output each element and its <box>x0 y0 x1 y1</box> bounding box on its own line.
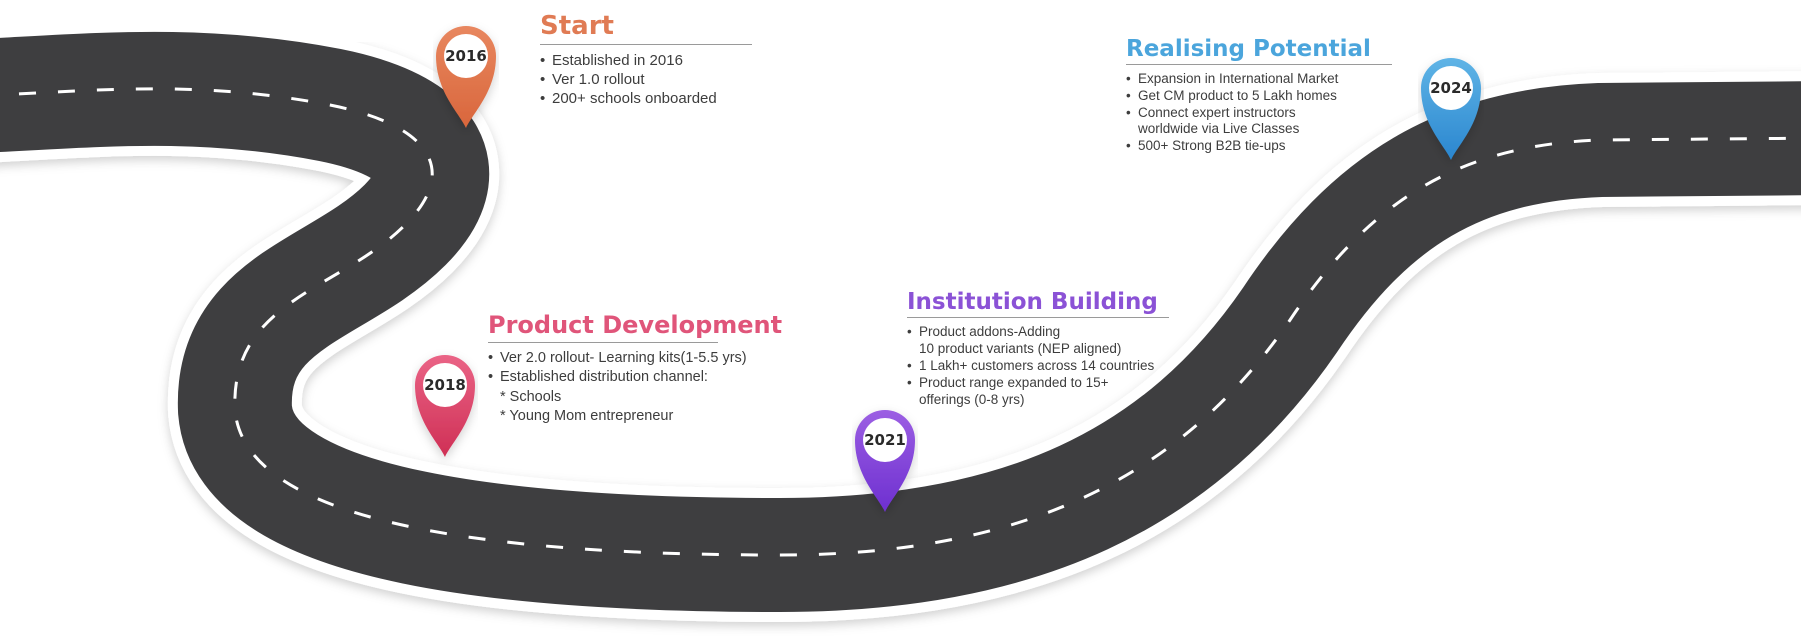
milestone-item-line: Connect expert instructors <box>1138 104 1296 120</box>
milestone-item-line: 500+ Strong B2B tie-ups <box>1138 137 1286 153</box>
milestone-item-line: 10 product variants (NEP aligned) <box>919 341 1122 357</box>
milestone-product-development: Product Development Ver 2.0 rollout- Lea… <box>488 311 782 427</box>
milestone-item-line: Product range expanded to 15+ <box>919 374 1109 390</box>
milestone-item: Connect expert instructors worldwide via… <box>1126 104 1392 138</box>
milestone-item-line: Product addons-Adding <box>919 324 1061 340</box>
milestone-list: Ver 2.0 rollout- Learning kits(1-5.5 yrs… <box>488 349 747 427</box>
milestone-item: Established distribution channel: <box>488 368 718 388</box>
milestone-item: Expansion in International Market <box>1126 71 1392 88</box>
milestone-item-line: Get CM product to 5 Lakh homes <box>1138 88 1337 104</box>
milestone-start: Start Established in 2016 Ver 1.0 rollou… <box>540 11 752 108</box>
milestone-item: Get CM product to 5 Lakh homes <box>1126 88 1392 105</box>
milestone-item: Product addons-Adding 10 product variant… <box>907 324 1169 358</box>
milestone-item-line: worldwide via Live Classes <box>1138 121 1300 137</box>
pin-2024: 2024 <box>1421 58 1481 160</box>
pin-year-label: 2016 <box>445 47 487 65</box>
milestone-item: Product range expanded to 15+ offerings … <box>907 374 1169 409</box>
milestone-item: 1 Lakh+ customers across 14 countries <box>907 358 1169 375</box>
pin-2018: 2018 <box>415 355 475 457</box>
milestone-item: Established in 2016 <box>540 51 752 70</box>
milestone-list: Established in 2016 Ver 1.0 rollout 200+… <box>540 51 752 108</box>
milestone-title: Realising Potential <box>1126 36 1392 66</box>
milestone-title: Institution Building <box>907 289 1169 319</box>
milestone-item-line: Expansion in International Market <box>1138 71 1339 87</box>
pin-year-label: 2018 <box>424 376 466 394</box>
milestone-item-line: offerings (0-8 yrs) <box>919 391 1025 407</box>
milestone-item: Ver 2.0 rollout- Learning kits(1-5.5 yrs… <box>488 349 747 369</box>
milestone-item: Ver 1.0 rollout <box>540 70 752 89</box>
milestone-sub-item: * Schools <box>500 388 562 405</box>
pin-2021: 2021 <box>855 410 915 512</box>
pin-year-label: 2021 <box>864 431 906 449</box>
milestone-title: Product Development <box>488 311 782 343</box>
milestone-list: Product addons-Adding 10 product variant… <box>907 324 1169 408</box>
milestone-item-line: 1 Lakh+ customers across 14 countries <box>919 358 1155 374</box>
milestone-item: 200+ schools onboarded <box>540 89 752 108</box>
pin-year-label: 2024 <box>1430 79 1472 97</box>
milestone-list: Expansion in International Market Get CM… <box>1126 71 1392 154</box>
milestone-institution-building: Institution Building Product addons-Addi… <box>907 289 1169 408</box>
milestone-item: 500+ Strong B2B tie-ups <box>1126 137 1392 155</box>
road <box>0 21 1801 623</box>
milestone-sub-item: * Young Mom entrepreneur <box>500 408 674 425</box>
pin-2016: 2016 <box>436 26 496 128</box>
milestone-title: Start <box>540 11 752 45</box>
milestone-realising-potential: Realising Potential Expansion in Interna… <box>1126 36 1392 154</box>
road-center-line <box>0 87 1801 557</box>
